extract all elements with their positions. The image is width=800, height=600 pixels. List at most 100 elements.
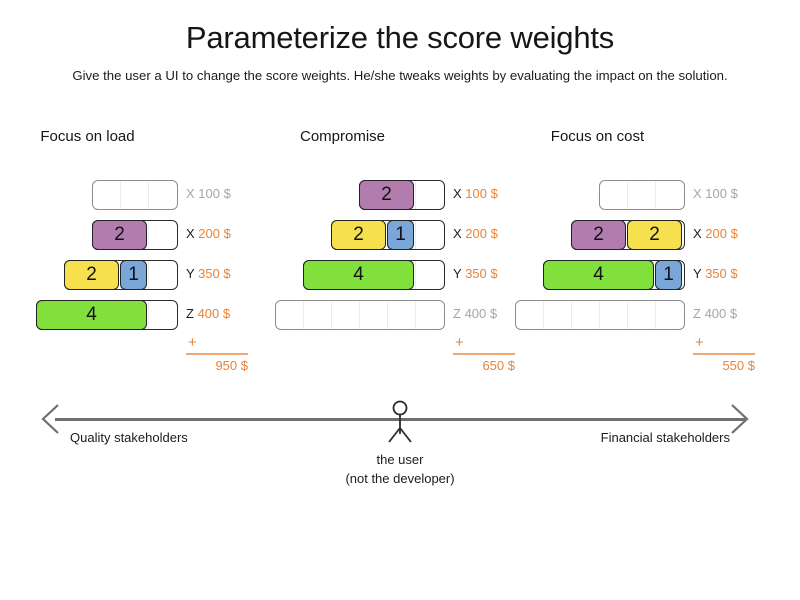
weight-track[interactable] xyxy=(92,180,178,210)
track-cell[interactable] xyxy=(388,261,416,289)
track-cell[interactable] xyxy=(304,301,332,329)
weight-slider[interactable] xyxy=(0,180,178,210)
track-cell[interactable] xyxy=(544,301,572,329)
weight-row: Z 400 $ xyxy=(495,295,737,335)
price-label-value: 200 $ xyxy=(198,226,231,241)
weight-slider[interactable]: 4 xyxy=(0,300,178,330)
weight-row: Z 400 $ xyxy=(255,295,497,335)
track-cell[interactable] xyxy=(121,181,149,209)
weight-slider[interactable]: 2 xyxy=(0,220,178,250)
track-cell[interactable] xyxy=(388,301,416,329)
track-cell[interactable] xyxy=(600,301,628,329)
weight-segment[interactable]: 4 xyxy=(543,260,654,290)
track-cell[interactable] xyxy=(628,181,656,209)
weight-track[interactable] xyxy=(275,300,445,330)
weight-track[interactable] xyxy=(599,180,685,210)
track-cell[interactable] xyxy=(276,301,304,329)
price-label: Y 350 $ xyxy=(186,266,231,281)
track-cell[interactable] xyxy=(516,301,544,329)
column-total: +950 $ xyxy=(186,334,248,373)
price-label-value: 400 $ xyxy=(464,306,498,321)
weight-slider[interactable] xyxy=(495,300,685,330)
price-label-value: 200 $ xyxy=(705,226,738,241)
weight-row: 2 X 200 $ xyxy=(0,215,231,255)
track-cell[interactable] xyxy=(416,181,444,209)
weight-segments: 4 xyxy=(36,300,148,330)
track-cell[interactable] xyxy=(600,181,628,209)
total-value: 950 $ xyxy=(215,358,248,373)
weight-slider[interactable]: 2 xyxy=(255,180,445,210)
weight-segment[interactable]: 2 xyxy=(92,220,147,250)
plus-icon: + xyxy=(455,334,464,351)
track-cell[interactable] xyxy=(121,261,149,289)
weight-segment[interactable]: 2 xyxy=(571,220,626,250)
track-cell[interactable] xyxy=(656,181,684,209)
track-cell[interactable] xyxy=(121,221,149,249)
track-cell[interactable] xyxy=(93,181,121,209)
page-title: Parameterize the score weights xyxy=(185,20,615,55)
price-label-key: Y xyxy=(186,266,195,281)
price-label-value: 100 $ xyxy=(198,186,231,201)
price-label-value: 350 $ xyxy=(705,266,738,281)
column-total: +650 $ xyxy=(453,334,515,373)
weight-segment[interactable]: 4 xyxy=(36,300,147,330)
weight-segment[interactable]: 1 xyxy=(655,260,682,290)
price-label: Z 400 $ xyxy=(186,306,230,321)
weight-slider[interactable] xyxy=(255,300,445,330)
track-cell[interactable] xyxy=(332,301,360,329)
track-cell[interactable] xyxy=(360,301,388,329)
track-cell[interactable] xyxy=(572,301,600,329)
price-label: X 200 $ xyxy=(693,226,738,241)
weight-segment[interactable]: 2 xyxy=(64,260,119,290)
weight-segments: 2 xyxy=(92,220,148,250)
weight-slider[interactable]: 4 xyxy=(255,260,445,290)
track-cell[interactable] xyxy=(416,221,444,249)
price-label-key: Z xyxy=(693,306,701,321)
weight-segment[interactable]: 4 xyxy=(303,260,414,290)
price-label-key: X xyxy=(693,226,702,241)
weight-segment[interactable]: 2 xyxy=(359,180,414,210)
track-cell[interactable] xyxy=(149,221,177,249)
weight-segment[interactable]: 2 xyxy=(331,220,386,250)
track-cell[interactable] xyxy=(628,301,656,329)
price-label-value: 350 $ xyxy=(198,266,231,281)
column-title: Focus on load xyxy=(40,128,135,145)
price-label-key: X xyxy=(453,226,462,241)
price-label-key: X xyxy=(186,186,195,201)
price-label: X 200 $ xyxy=(186,226,231,241)
track-cell[interactable] xyxy=(149,261,177,289)
price-label-key: Y xyxy=(693,266,702,281)
plus-icon: + xyxy=(188,334,197,351)
total-rule xyxy=(453,353,515,355)
user-caption: the user (not the developer) xyxy=(0,450,800,488)
track-cell[interactable] xyxy=(149,301,177,329)
total-rule xyxy=(186,353,248,355)
track-cell[interactable] xyxy=(149,181,177,209)
track-cell[interactable] xyxy=(121,301,149,329)
track-cell[interactable] xyxy=(388,221,416,249)
weight-track[interactable] xyxy=(515,300,685,330)
price-label-value: 100 $ xyxy=(705,186,738,201)
weight-segment[interactable]: 2 xyxy=(627,220,682,250)
track-cell[interactable] xyxy=(416,261,444,289)
weight-slider[interactable] xyxy=(495,180,685,210)
track-cell[interactable] xyxy=(416,301,444,329)
track-cell[interactable] xyxy=(656,301,684,329)
price-label-value: 100 $ xyxy=(465,186,498,201)
weight-segment[interactable]: 1 xyxy=(387,220,414,250)
price-label: Y 350 $ xyxy=(693,266,738,281)
weight-segment[interactable]: 1 xyxy=(120,260,147,290)
track-cell[interactable] xyxy=(388,181,416,209)
